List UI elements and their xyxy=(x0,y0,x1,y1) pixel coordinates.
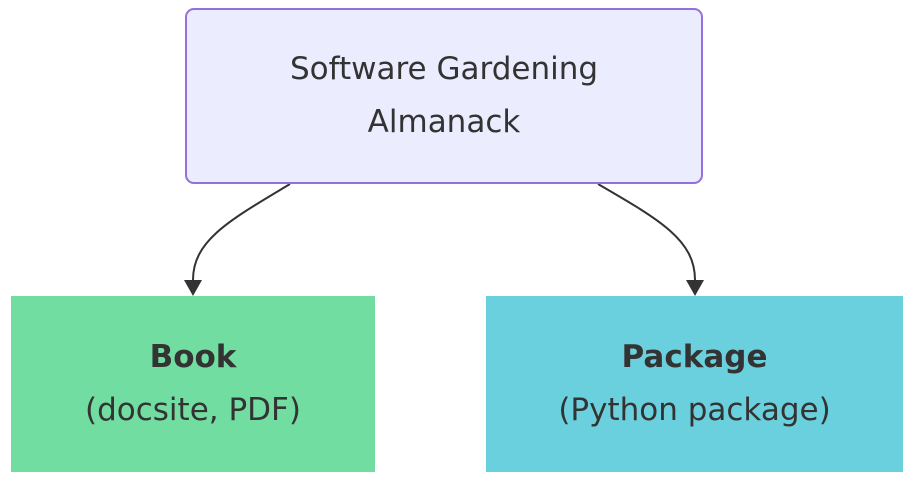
node-book-subtitle: (docsite, PDF) xyxy=(85,392,301,428)
node-book[interactable]: Book (docsite, PDF) xyxy=(11,296,375,472)
node-book-title: Book xyxy=(149,339,237,375)
edge-root-to-book xyxy=(192,183,291,282)
node-package-subtitle: (Python package) xyxy=(558,392,831,428)
node-package[interactable]: Package (Python package) xyxy=(486,296,903,472)
node-root-line-1: Software Gardening xyxy=(289,51,599,87)
edge-root-to-package xyxy=(597,183,696,282)
arrowhead-package xyxy=(686,280,704,296)
node-package-title: Package xyxy=(621,339,768,375)
node-software-gardening-almanack[interactable]: Software Gardening Almanack xyxy=(185,8,703,184)
node-root-line-2: Almanack xyxy=(367,104,521,140)
arrowhead-book xyxy=(184,280,202,296)
